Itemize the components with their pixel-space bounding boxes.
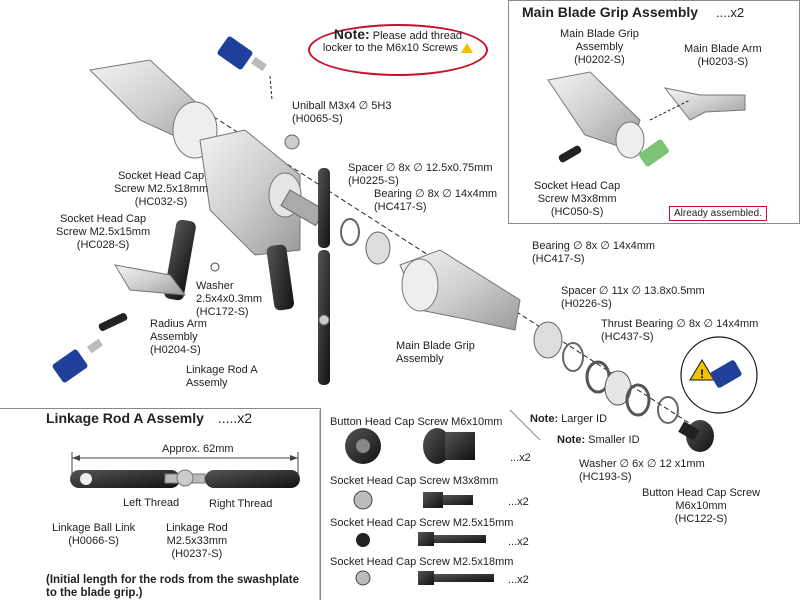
label-smaller-id: Note: Smaller ID bbox=[557, 434, 640, 446]
main-blade-grip bbox=[399, 249, 521, 331]
label-bearing-1: Bearing ∅ 8x ∅ 14x4mm(HC417-S) bbox=[374, 188, 498, 213]
washer-small bbox=[210, 262, 220, 272]
thread-locker-bottle-left bbox=[52, 338, 104, 383]
spacer-1 bbox=[340, 218, 360, 246]
linkage-rod-title: Linkage Rod A Assemly .....x2 bbox=[46, 410, 253, 426]
inset-grip-label: Main Blade Grip Assembly (H0202-S) bbox=[560, 28, 639, 66]
blade-grip-upper bbox=[88, 59, 218, 159]
hardware-icon-bhcs-m6 bbox=[345, 428, 475, 464]
warning-callout-circle bbox=[680, 336, 758, 414]
note-line-1: Please add thread bbox=[372, 30, 463, 42]
hardware-qty-3: ...x2 bbox=[508, 536, 529, 548]
note-title: Note: bbox=[333, 26, 370, 42]
label-spacer-1: Spacer ∅ 8x ∅ 12.5x0.75mm(H0225-S) bbox=[348, 162, 493, 187]
thrust-washer-small bbox=[625, 383, 651, 417]
linkage-rod-detail bbox=[70, 452, 300, 488]
note-callout bbox=[308, 24, 488, 76]
hardware-name-3: Socket Head Cap Screw M2.5x15mm bbox=[330, 517, 514, 529]
spacer-2 bbox=[562, 342, 584, 372]
warning-icon bbox=[689, 359, 715, 381]
linkage-rod-footnote: (Initial length for the rods from the sw… bbox=[46, 574, 300, 599]
hardware-qty-2: ...x2 bbox=[508, 496, 529, 508]
hardware-qty-1: ...x2 bbox=[510, 452, 531, 464]
radius-arm-right bbox=[266, 244, 294, 311]
label-right-thread: Right Thread bbox=[209, 498, 273, 510]
label-thrust-bearing: Thrust Bearing ∅ 8x ∅ 14x4mm(HC437-S) bbox=[601, 318, 759, 343]
inset-arm-label: Main Blade Arm (H0203-S) bbox=[684, 43, 762, 68]
inset-blade-grip bbox=[547, 71, 746, 167]
hardware-name-1: Button Head Cap Screw M6x10mm bbox=[330, 416, 503, 428]
linkage-rod-vertical bbox=[318, 168, 330, 385]
radius-arm-link bbox=[114, 264, 187, 296]
already-assembled-badge: Already assembled. bbox=[669, 206, 767, 221]
inset-title: Main Blade Grip Assembly ....x2 bbox=[522, 4, 745, 20]
warning-icon bbox=[461, 43, 474, 54]
washer-6x12 bbox=[657, 396, 679, 424]
button-head-screw-m6 bbox=[678, 420, 714, 452]
hardware-qty-4: ...x2 bbox=[508, 574, 529, 586]
label-washer-2: Washer ∅ 6x ∅ 12 x1mm(HC193-S) bbox=[579, 458, 705, 483]
label-bearing-2: Bearing ∅ 8x ∅ 14x4mm(HC417-S) bbox=[532, 240, 656, 265]
thread-locker-bottle-top bbox=[217, 36, 273, 101]
hardware-icon-shcs-m25x18 bbox=[355, 570, 494, 586]
label-uniball: Uniball M3x4 ∅ 5H3(H0065-S) bbox=[292, 100, 392, 125]
center-hub bbox=[199, 129, 326, 256]
label-spacer-2: Spacer ∅ 11x ∅ 13.8x0.5mm(H0226-S) bbox=[561, 285, 705, 310]
thread-locker-bottle-right bbox=[710, 360, 742, 388]
linkage-rod-box bbox=[0, 408, 321, 600]
label-larger-id: Note: Larger ID bbox=[530, 413, 608, 425]
screw-m2-5x15 bbox=[98, 313, 128, 331]
hardware-name-2: Socket Head Cap Screw M3x8mm bbox=[330, 475, 499, 487]
hardware-name-4: Socket Head Cap Screw M2.5x18mm bbox=[330, 556, 514, 568]
note-text: Note: Please add thread locker to the M6… bbox=[314, 26, 482, 54]
svg-text:!: ! bbox=[700, 367, 704, 381]
note-line-2: locker to the M6x10 Screws bbox=[322, 42, 459, 54]
linkage-rod-length: Approx. 62mm bbox=[162, 443, 234, 455]
uniball bbox=[284, 134, 300, 150]
label-left-thread: Left Thread bbox=[123, 497, 180, 509]
bearing-2 bbox=[533, 321, 563, 359]
hardware-icon-shcs-m3x8 bbox=[353, 490, 473, 510]
hardware-icon-shcs-m25x15 bbox=[356, 532, 486, 547]
label-ball-link: Linkage Ball Link(H0066-S) bbox=[52, 522, 136, 547]
bearing-1 bbox=[365, 231, 391, 265]
inset-screw-label: Socket Head Cap Screw M3x8mm (HC050-S) bbox=[534, 180, 621, 218]
